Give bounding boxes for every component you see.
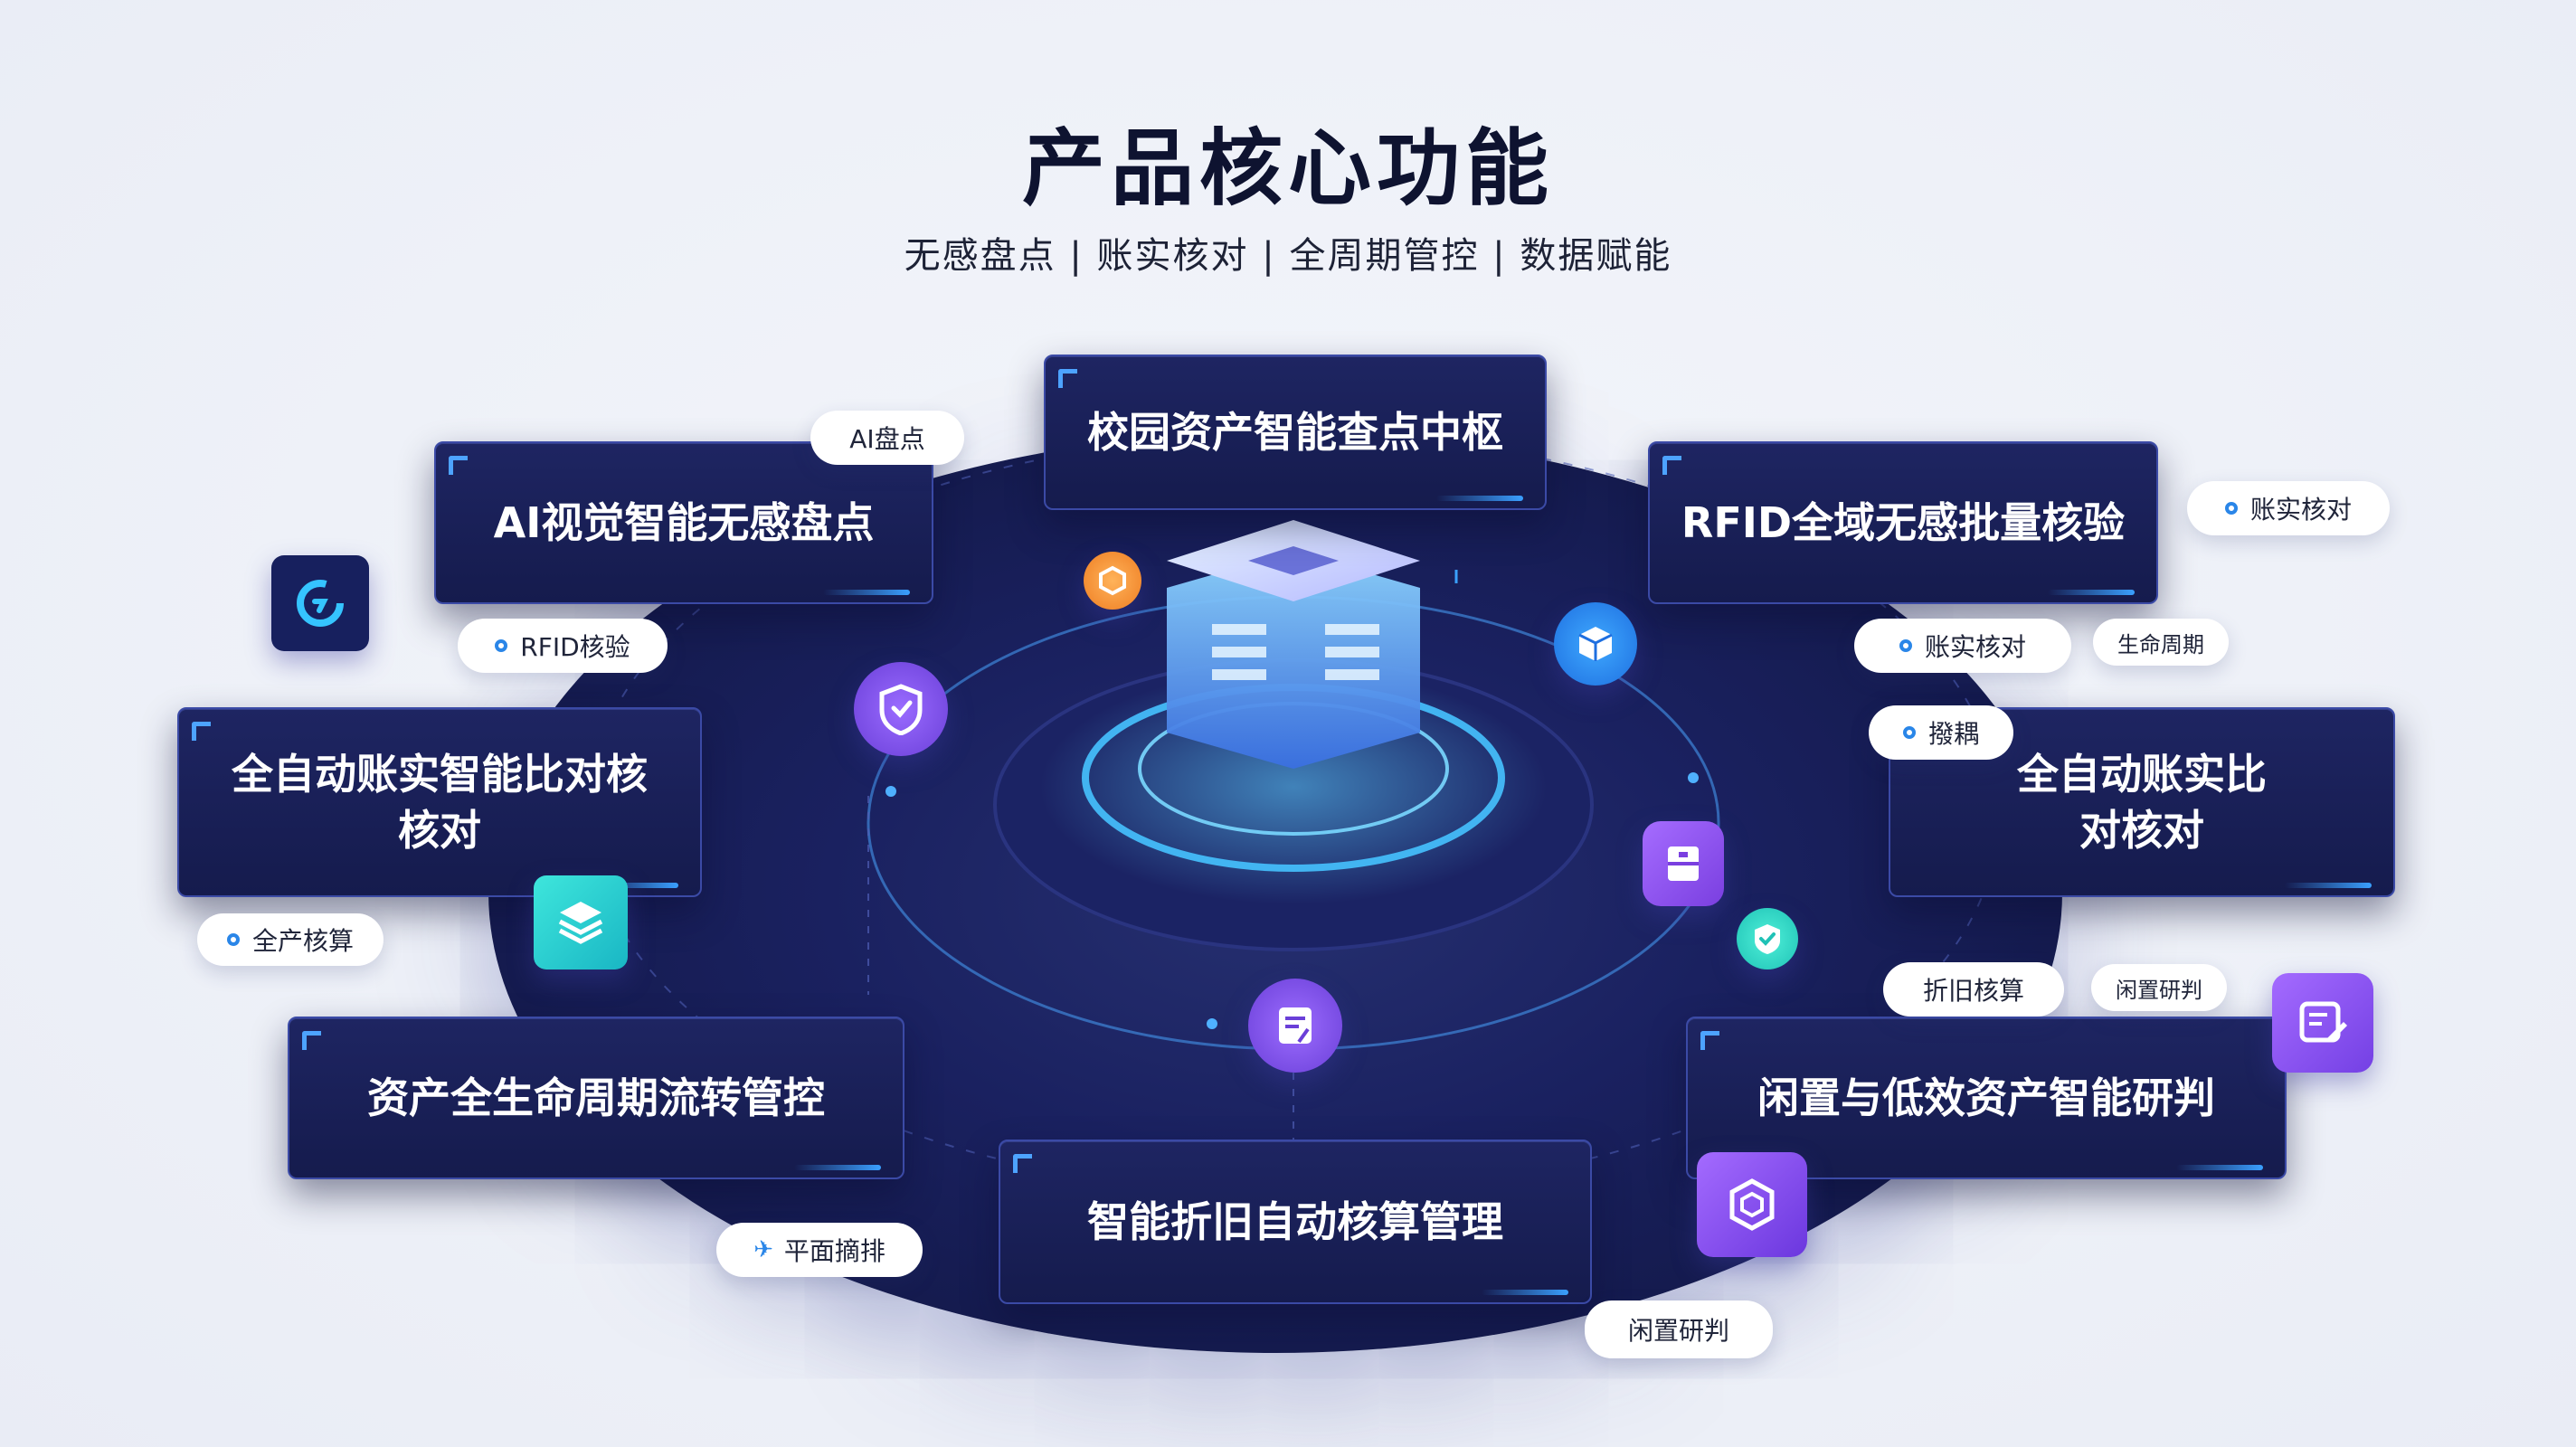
card-depreciation[interactable]: 智能折旧自动核算管理 <box>999 1140 1592 1304</box>
tag-depreciation-calc[interactable]: 折旧核算 <box>1883 962 2064 1017</box>
tag-floor-plan[interactable]: ✈ 平面摘排 <box>716 1223 923 1277</box>
tag-ai-inventory[interactable]: AI盘点 <box>810 411 964 465</box>
dot-icon <box>2224 502 2238 515</box>
card-lifecycle[interactable]: 资产全生命周期流转管控 <box>288 1017 904 1179</box>
dot-icon <box>226 933 240 946</box>
page-subtitle: 无感盘点 | 账实核对 | 全周期管控 | 数据赋能 <box>904 235 1672 277</box>
dot-icon <box>1899 639 1912 652</box>
tag-lifecycle[interactable]: 生命周期 <box>2093 619 2229 666</box>
drawer-icon <box>1643 821 1724 906</box>
card-rfid[interactable]: RFID全域无感批量核验 <box>1648 441 2158 604</box>
shield-icon <box>854 662 948 756</box>
cube-icon <box>1554 602 1637 686</box>
dot-icon <box>495 639 508 652</box>
badge-icon <box>1084 552 1141 610</box>
hexagon-icon <box>1697 1152 1807 1257</box>
card-campus-hub[interactable]: 校园资产智能查点中枢 <box>1044 355 1547 510</box>
edit-icon <box>2272 973 2373 1073</box>
page-title: 产品核心功能 <box>1021 120 1554 217</box>
document-icon <box>1248 979 1342 1073</box>
card-auto-left[interactable]: 全自动账实智能比对核核对 <box>177 707 702 897</box>
tag-account-check-mid[interactable]: 账实核对 <box>1854 619 2071 673</box>
tag-idle-judge-small[interactable]: 闲置研判 <box>2091 964 2227 1011</box>
tag-checking[interactable]: 撥耦 <box>1869 705 2013 760</box>
tag-idle-judge-bottom[interactable]: 闲置研判 <box>1585 1300 1773 1358</box>
tag-rfid-check[interactable]: RFID核验 <box>458 619 668 673</box>
plane-icon: ✈ <box>753 1236 773 1263</box>
card-auto-right[interactable]: 全自动账实比对核对 <box>1889 707 2395 897</box>
tag-asset-calc[interactable]: 全产核算 <box>197 913 384 966</box>
refresh-icon <box>271 555 369 651</box>
server-icon <box>1167 520 1420 769</box>
tag-account-check-top[interactable]: 账实核对 <box>2187 481 2390 535</box>
card-ai-vision[interactable]: AI视觉智能无感盘点 <box>434 441 933 604</box>
dot-icon <box>1902 726 1916 739</box>
layers-icon <box>534 875 628 969</box>
check-icon <box>1737 908 1798 969</box>
